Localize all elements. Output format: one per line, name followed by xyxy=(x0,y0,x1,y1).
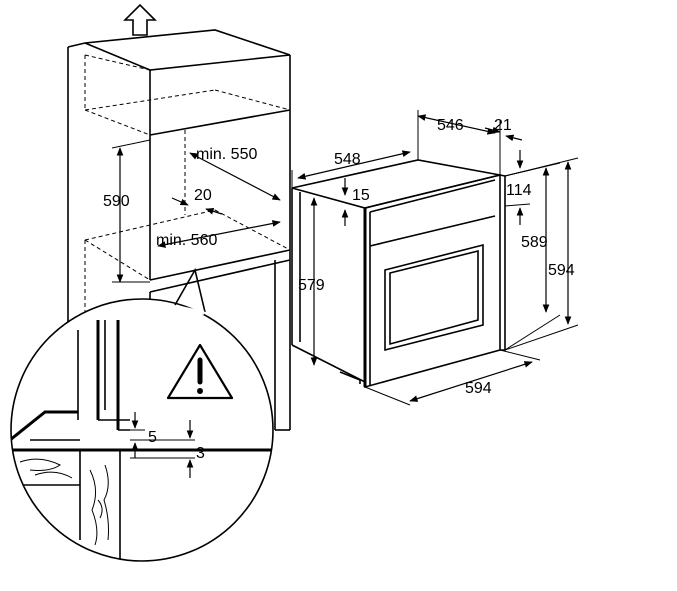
detail-gap-5-label: 5 xyxy=(148,429,157,446)
dim-oven-body-height: 579 xyxy=(298,197,325,366)
niche-depth-label: min. 550 xyxy=(196,146,257,163)
oven-width-label: 594 xyxy=(465,380,492,397)
oven-body-height-label: 579 xyxy=(298,277,325,294)
warning-icon xyxy=(166,343,234,400)
oven xyxy=(291,159,506,389)
oven-depth-total-label: 546 xyxy=(437,117,464,134)
dim-panel-offset: 15 xyxy=(341,178,370,226)
vent-gap-label: 20 xyxy=(194,187,212,204)
front-height-label: 589 xyxy=(521,234,548,251)
cabinet xyxy=(67,29,291,431)
panel-offset-label: 15 xyxy=(352,187,370,204)
dim-top-offset: 114 xyxy=(504,150,532,225)
niche-height-label: 590 xyxy=(103,193,130,210)
dim-niche-depth: min. 550 xyxy=(189,146,281,201)
up-arrow-icon xyxy=(123,3,157,36)
detail-callout: 5 3 xyxy=(10,267,274,562)
dim-oven-depth-body: 548 xyxy=(291,150,411,188)
dim-front-thickness: 21 xyxy=(484,117,523,142)
detail-gap-3-label: 3 xyxy=(196,445,205,462)
top-offset-label: 114 xyxy=(506,182,532,199)
oven-height-label: 594 xyxy=(548,262,575,279)
dim-niche-width: min. 560 xyxy=(156,220,281,249)
dim-vent-gap: 20 xyxy=(171,187,223,215)
dim-oven-width: 594 xyxy=(364,349,541,406)
dim-niche-height: 590 xyxy=(103,139,151,283)
front-thickness-label: 21 xyxy=(494,117,512,134)
niche-width-label: min. 560 xyxy=(156,232,217,249)
dim-oven-depth-total: 546 xyxy=(417,110,501,175)
dim-oven-height: 594 xyxy=(504,157,579,351)
oven-depth-body-label: 548 xyxy=(334,151,361,168)
